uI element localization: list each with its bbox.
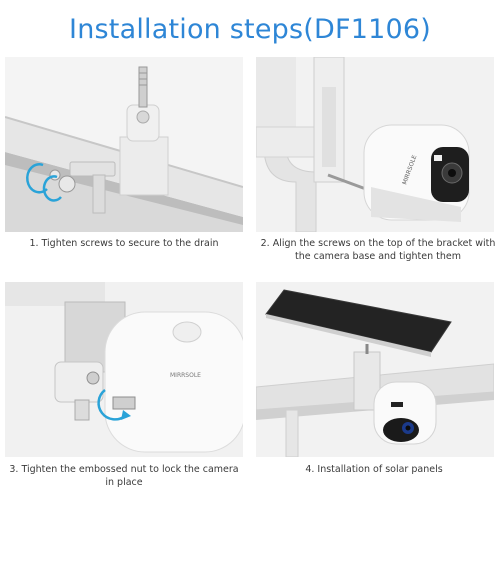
step-1-caption: 1. Tighten screws to secure to the drain [29,238,219,249]
drain-bracket-image [5,57,243,232]
step-1-image [5,57,243,232]
step-3-caption: 3. Tighten the embossed nut to lock the … [9,464,239,488]
step-4-caption: 4. Installation of solar panels [305,464,443,475]
page-title: Installation steps(DF1106) [69,14,431,45]
solar-panel-image [256,282,494,457]
step-3-image: MIRRSOLE [5,282,243,457]
step-2-image: MIRRSOLE [256,57,494,232]
embossed-nut-image: MIRRSOLE [5,282,243,457]
step-4-image [256,282,494,457]
camera-mount-image: MIRRSOLE [256,57,494,232]
step-2-caption: 2. Align the screws on the top of the br… [260,238,496,262]
svg-text:MIRRSOLE: MIRRSOLE [170,372,201,379]
